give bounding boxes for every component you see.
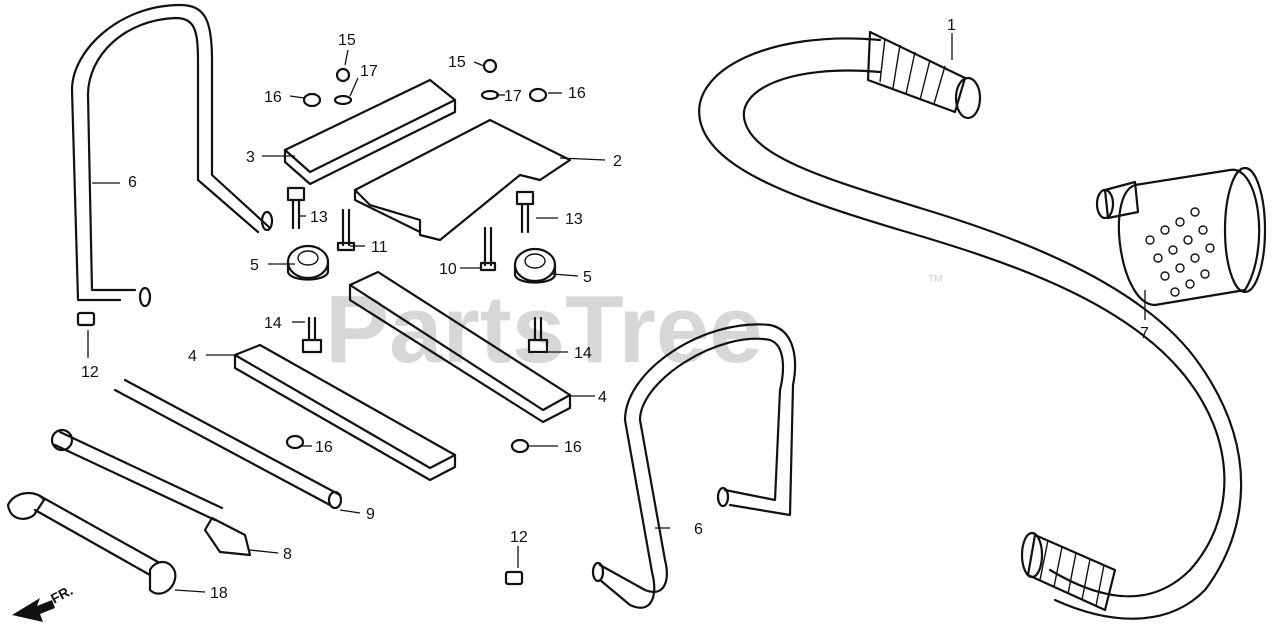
bolt-14-left (301, 316, 323, 354)
top-plate-part (283, 78, 457, 186)
rubber-mount-left (286, 244, 330, 281)
callout-14-left: 14 (264, 315, 282, 332)
callout-1: 1 (947, 17, 956, 34)
open-wrench-part (6, 492, 177, 595)
plug-12-right (504, 570, 524, 586)
watermark-tm: TM (928, 274, 942, 285)
nut-16-rail-right (510, 438, 530, 454)
callout-labels: 1 2 3 4 4 5 5 6 6 7 8 9 10 11 12 12 13 1… (81, 17, 1149, 602)
callout-13-left: 13 (310, 209, 328, 226)
front-direction-indicator: FR. (12, 582, 75, 622)
front-arrow-icon (12, 598, 55, 622)
plug-12-left (76, 311, 96, 327)
callout-13-right: 13 (565, 211, 583, 228)
bolt-13-left (286, 186, 306, 230)
bolt-14-right (527, 316, 549, 354)
callout-6-left: 6 (128, 174, 137, 191)
callout-10: 10 (439, 261, 457, 278)
bar-part (113, 378, 343, 510)
nut-16-rail-left (285, 434, 305, 450)
callout-14-right: 14 (574, 345, 592, 362)
callout-5-left: 5 (250, 257, 259, 274)
callout-2: 2 (613, 153, 622, 170)
left-rail-part (233, 343, 457, 482)
nut-16-right (528, 87, 548, 103)
strainer-part (1095, 166, 1267, 307)
washer-17-right (480, 89, 500, 101)
rubber-mount-right (513, 247, 557, 284)
callout-4-left: 4 (188, 348, 197, 365)
callout-16-rail-right: 16 (564, 439, 582, 456)
nut-15-right (482, 58, 498, 74)
mount-plate-part (353, 118, 572, 242)
callout-18: 18 (210, 585, 228, 602)
callout-16-top-right: 16 (568, 85, 586, 102)
left-handle-part (70, 3, 274, 308)
bolt-13-right (515, 190, 535, 234)
watermark-text: PartsTree (325, 276, 763, 383)
callout-5-right: 5 (583, 269, 592, 286)
callout-17-right: 17 (504, 88, 522, 105)
callout-16-top-left: 16 (264, 89, 282, 106)
callout-12-left: 12 (81, 364, 99, 381)
callout-4-right: 4 (598, 389, 607, 406)
callout-6-right: 6 (694, 521, 703, 538)
bolt-11 (336, 208, 356, 252)
callout-9: 9 (366, 506, 375, 523)
callout-15-right: 15 (448, 54, 466, 71)
right-handle-part (591, 323, 797, 609)
box-wrench-part (50, 428, 252, 557)
hose-part (698, 30, 1243, 620)
nut-16-left (302, 92, 322, 108)
callout-8: 8 (283, 546, 292, 563)
callout-12-right: 12 (510, 529, 528, 546)
bolt-10 (479, 226, 497, 272)
leader-lines (87, 33, 1146, 593)
callout-11: 11 (371, 239, 388, 256)
callout-16-rail-left: 16 (315, 439, 333, 456)
callout-17-left: 17 (360, 63, 378, 80)
right-rail-part (348, 270, 572, 424)
washer-17-left (333, 94, 353, 106)
callout-15-left: 15 (338, 32, 356, 49)
callout-7: 7 (1140, 325, 1149, 342)
callout-3: 3 (246, 149, 255, 166)
nut-15-left (335, 67, 351, 83)
